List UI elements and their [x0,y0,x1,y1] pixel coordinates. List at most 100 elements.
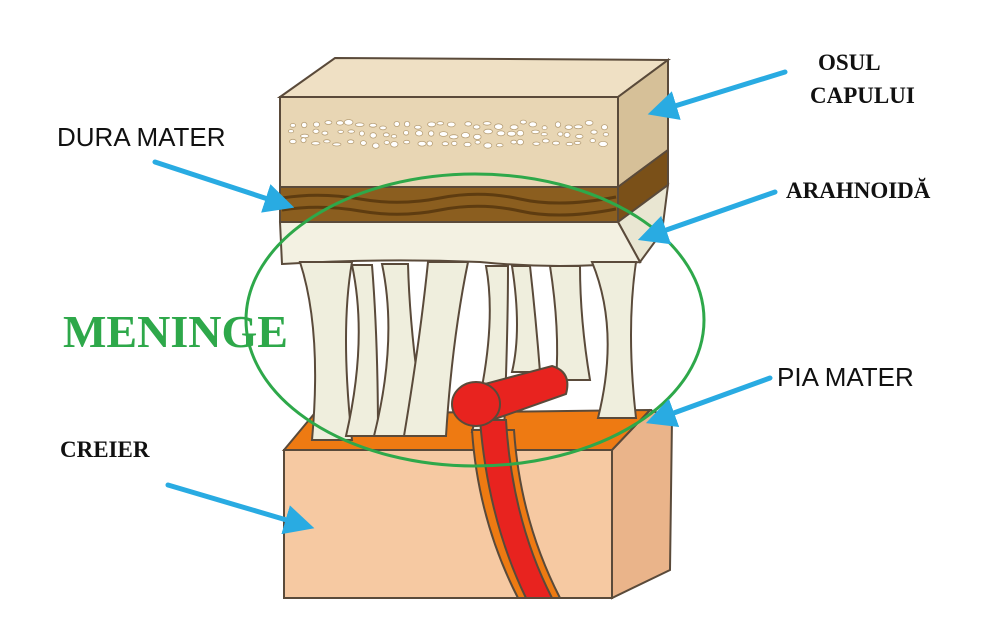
bone-pore [379,125,387,131]
trabecula [548,265,592,381]
arrow-icon [152,159,295,213]
bone-pore [516,138,524,146]
bone-pore [393,121,400,127]
bone-pore [446,121,456,128]
bone-pore [565,141,574,147]
arachnoid-trabeculae [298,261,638,441]
bone-pore [557,131,564,137]
bone-pore [321,130,329,136]
skull-bone-block [276,56,672,189]
bone-pore [473,133,482,140]
bone-pore [464,121,473,127]
bone-pore [359,140,367,146]
bone-pore [300,137,307,144]
bone-pore [590,129,598,135]
label-arrows [152,69,788,535]
bone-pore [312,121,320,128]
bone-pore [372,142,380,149]
bone-pore [289,138,297,145]
bone-pore [300,133,310,139]
bone-pore [602,132,610,137]
bone-pore [343,119,354,126]
bone-pore [403,121,411,128]
brain-front [283,449,613,599]
trabecula [298,261,354,441]
bone-pore [516,129,525,137]
bone-pore [354,122,365,127]
bone-pore [601,124,608,131]
bone-top [276,56,672,98]
label-creier: CREIER [60,437,150,462]
bone-pore [428,130,435,137]
bone-pore [474,140,481,145]
arrow-icon [165,482,315,535]
brain-block [283,408,674,600]
bone-pore [441,141,449,147]
bone-pore [554,121,562,128]
bone-pore [287,129,295,134]
arrow-icon [647,69,788,120]
bone-pore [417,140,427,147]
bone-pore [598,140,608,147]
dura-front [279,186,619,223]
bone-pore [451,140,458,146]
bone-pore [427,121,437,128]
bone-pore [438,131,449,137]
bone-pore [368,123,378,128]
bone-pore [584,120,594,126]
bone-pore [531,129,540,135]
bone-pore [563,131,571,138]
bone-pore [575,133,584,139]
label-arahnoida: ARAHNOIDĂ [786,178,931,203]
bone-pore [541,125,548,131]
bone-pore [519,119,527,125]
bone-pore [482,121,492,126]
bone-pore [301,121,308,129]
bone-pore [573,124,584,130]
bone-pore [414,125,422,130]
trabecula [590,261,638,419]
label-dura-mater: DURA MATER [57,122,226,152]
bone-pore [426,140,433,147]
bone-pore [335,120,344,126]
bone-pore [573,140,582,145]
dura-stripe [281,204,617,217]
arrow-icon [645,375,773,427]
arachnoid-front [278,221,642,267]
bone-pore [541,138,550,144]
trabecula [510,265,542,373]
label-meninge: MENINGE [63,306,288,357]
bone-pore [403,139,411,145]
bone-pore [415,130,424,137]
bone-pore [289,123,296,128]
bone-pores [287,119,610,149]
trabecula [402,261,470,437]
bone-pore [564,124,573,130]
trabecula [344,264,380,437]
dura-stripe [281,192,617,205]
bone-pore [382,132,390,138]
bone-front [279,96,619,188]
bone-pore [383,140,390,145]
bone-pore [532,141,541,146]
bone-pore [312,128,320,134]
bone-pore [483,128,493,135]
bone-pore [509,124,519,130]
bone-pore [463,141,472,148]
bone-pore [449,134,459,140]
bone-pore [460,132,470,139]
bone-pore [332,142,342,147]
label-pia-mater: PIA MATER [777,362,914,392]
bone-pore [324,120,333,125]
meninges-highlight-ellipse [244,172,706,468]
bone-pore [496,130,506,137]
bone-pore [493,123,504,130]
label-osul-capului-line1: OSUL [818,50,881,75]
bone-pore [506,130,517,137]
bone-pore [390,141,399,148]
arrow-icon [637,189,778,245]
bone-pore [495,143,504,148]
bone-pore [390,134,398,139]
bone-pore [540,132,548,137]
